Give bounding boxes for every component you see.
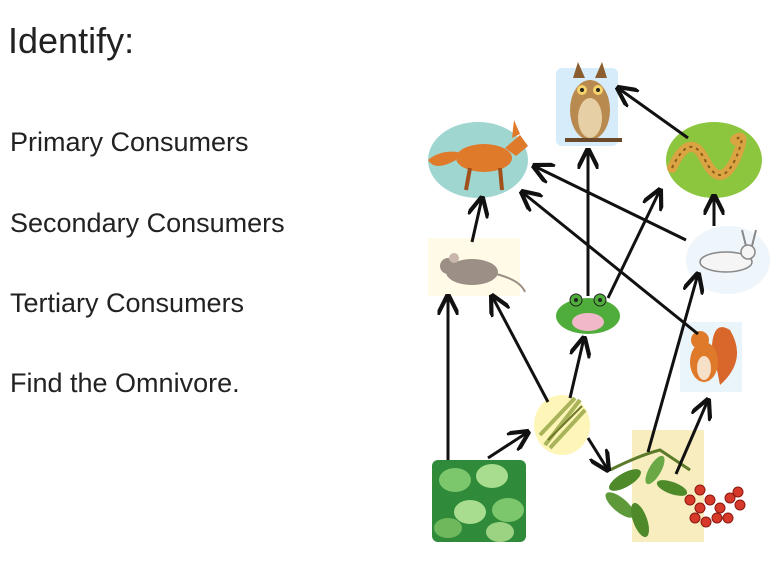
arrow-mouse-fox xyxy=(472,198,482,243)
hare-image xyxy=(686,226,770,294)
arrow-frog-snake xyxy=(606,190,660,299)
arrow-snake-owl xyxy=(618,88,689,140)
arrow-grasshopper-rowan xyxy=(586,437,608,470)
rowan-image xyxy=(605,430,746,542)
leaves-image xyxy=(432,460,526,542)
frog-image xyxy=(556,293,620,334)
arrow-rowan-hare xyxy=(646,274,698,453)
squirrel-image xyxy=(680,322,742,392)
arrow-grasshopper-frog xyxy=(568,338,584,399)
item-primary-consumers: Primary Consumers xyxy=(10,127,249,157)
slide-title: Identify: xyxy=(8,20,135,61)
arrow-leaves-grasshopper xyxy=(487,432,528,460)
item-secondary-consumers: Secondary Consumers xyxy=(10,208,285,238)
arrow-rowan-squirrel xyxy=(674,400,708,475)
arrow-hare-fox xyxy=(534,166,687,242)
owl-image xyxy=(556,62,622,146)
grasshopper-image xyxy=(534,395,590,455)
arrow-squirrel-fox xyxy=(522,192,699,336)
arrow-grasshopper-mouse xyxy=(492,296,550,403)
arrows xyxy=(448,88,714,474)
snake-image xyxy=(666,122,762,198)
mouse-image xyxy=(428,238,526,296)
item-find-omnivore: Find the Omnivore. xyxy=(10,368,240,398)
fox-image xyxy=(428,120,528,198)
item-tertiary-consumers: Tertiary Consumers xyxy=(10,288,245,318)
